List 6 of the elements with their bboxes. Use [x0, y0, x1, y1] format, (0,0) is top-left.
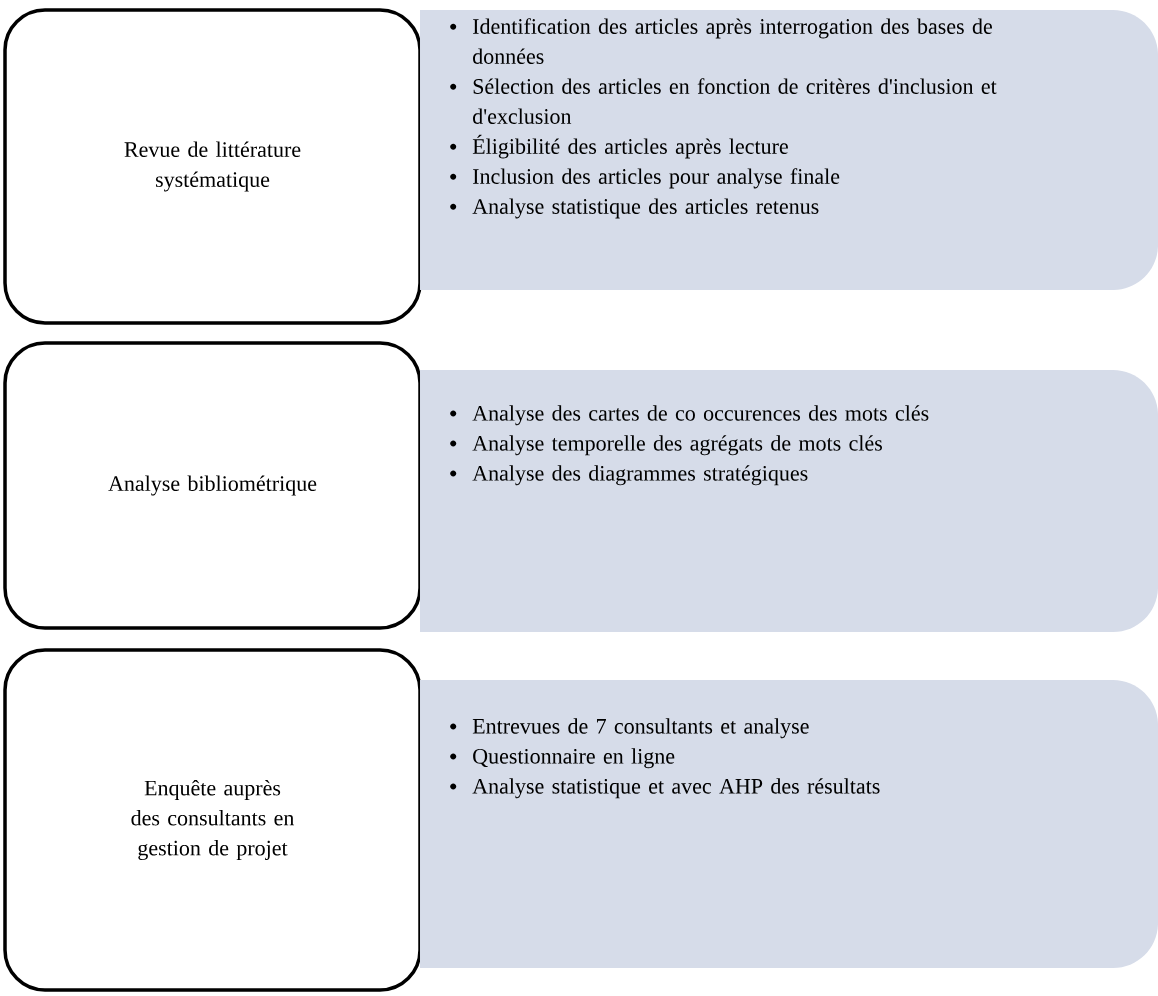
list-panel: Analyse des cartes de co occurences des mots clés Analyse temporelle des agrégats de mots clés Analyse des diagrammes stratégiques	[420, 370, 1158, 632]
list-panel: Entrevues de 7 consultants et analyse Questionnaire en ligne Analyse statistique et avec AHP des résultats	[420, 680, 1158, 968]
list-panel: Identification des articles après interrogation des bases de données Sélection des articles en fonction de critères d'inclusion et d'exclusion Éligibilité des articles après lecture Inclusion des articles pour analyse finale Analyse statistique des articles retenus	[420, 10, 1158, 290]
rounded-box: Revue de littérature systématique	[3, 8, 422, 325]
rounded-box: Analyse bibliométrique	[3, 341, 422, 630]
rounded-box: Enquête auprès des consultants en gestion de projet	[3, 648, 422, 992]
